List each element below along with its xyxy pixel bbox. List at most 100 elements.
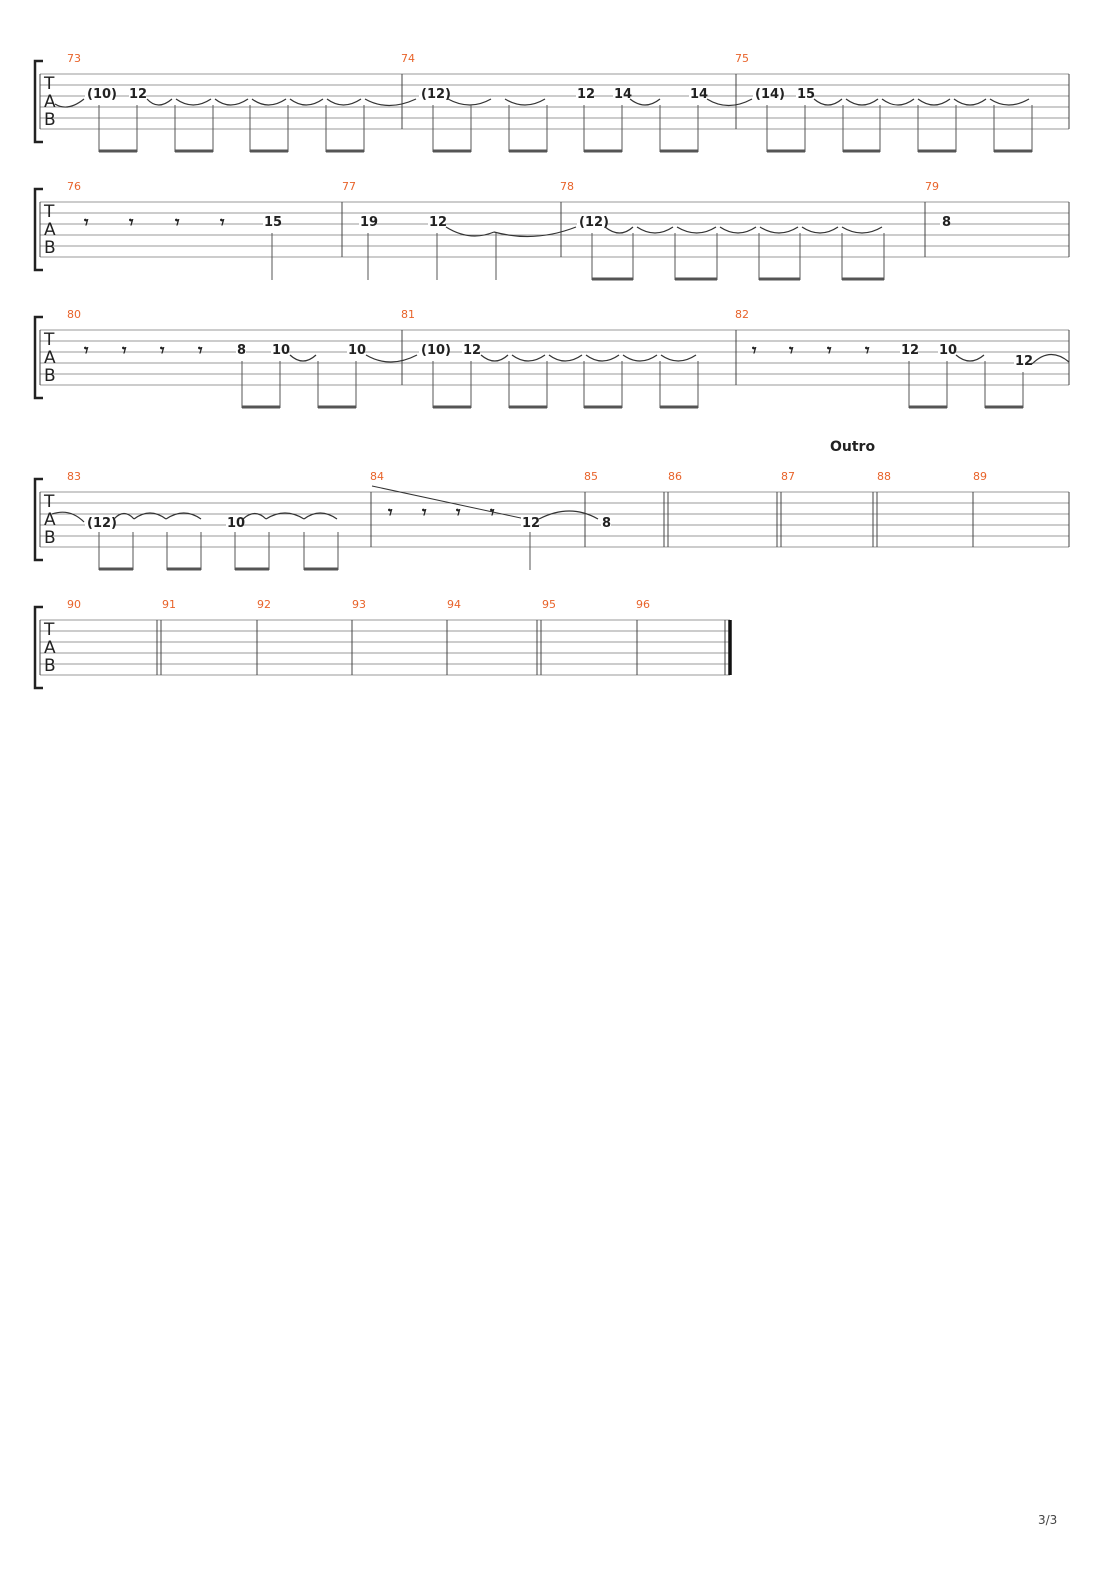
tie-arcs [51, 510, 599, 523]
fret-note: (10) [421, 343, 451, 358]
svg-text:𝄾: 𝄾 [220, 213, 225, 233]
fret-note: 19 [360, 215, 378, 230]
fret-note: 8 [602, 516, 611, 531]
tab-letter-t: T [43, 620, 55, 640]
fret-note: 12 [463, 343, 481, 358]
staff-lines [40, 619, 730, 676]
measure-number: 79 [925, 180, 939, 193]
fret-note: 10 [272, 343, 290, 358]
tab-letter-t: T [43, 74, 55, 94]
svg-text:𝄾: 𝄾 [84, 213, 89, 233]
system-bracket [33, 477, 43, 562]
svg-text:𝄾: 𝄾 [865, 341, 870, 361]
tab-letter-a: A [44, 92, 56, 112]
measure-number: 87 [781, 470, 795, 483]
svg-text:𝄾: 𝄾 [388, 503, 393, 523]
measure-number: 77 [342, 180, 356, 193]
staff-lines [40, 73, 1069, 130]
stems-and-beams [241, 361, 1024, 408]
svg-text:𝄾: 𝄾 [827, 341, 832, 361]
fret-note: (12) [421, 87, 451, 102]
fret-note: 12 [901, 343, 919, 358]
rest-symbols: 𝄾 𝄾 𝄾 𝄾 [388, 503, 495, 523]
fret-note: 14 [614, 87, 632, 102]
tie-arcs [289, 353, 1070, 365]
svg-text:𝄾: 𝄾 [129, 213, 134, 233]
measure-number: 75 [735, 52, 749, 65]
svg-text:𝄾: 𝄾 [122, 341, 127, 361]
measure-number: 91 [162, 598, 176, 611]
rest-symbols: 𝄾𝄾 𝄾𝄾 𝄾𝄾 𝄾𝄾 [84, 341, 870, 361]
section-label: Outro [830, 439, 875, 455]
tab-letter-b: B [44, 528, 56, 548]
measure-number: 73 [67, 52, 81, 65]
tab-system: Outro T A B 83 84 85 86 87 88 89 𝄾 𝄾 𝄾 𝄾 [33, 439, 1070, 571]
staff-lines [40, 201, 1069, 258]
staff-lines [40, 329, 1069, 386]
measure-number: 88 [877, 470, 891, 483]
tab-system: T A B 90 91 92 93 94 95 96 [33, 598, 732, 690]
fret-note: 12 [522, 516, 540, 531]
tie-arcs [445, 226, 883, 238]
measure-number: 96 [636, 598, 650, 611]
svg-text:𝄾: 𝄾 [84, 341, 89, 361]
fret-note: 12 [1015, 354, 1033, 369]
tab-letter-b: B [44, 656, 56, 676]
svg-text:𝄾: 𝄾 [422, 503, 427, 523]
stems-and-beams [271, 233, 885, 280]
fret-note: (14) [755, 87, 785, 102]
tab-letter-t: T [43, 330, 55, 350]
measure-number: 95 [542, 598, 556, 611]
tab-letter-b: B [44, 110, 56, 130]
measure-number: 83 [67, 470, 81, 483]
svg-text:𝄾: 𝄾 [456, 503, 461, 523]
system-bracket [33, 315, 43, 400]
measure-number: 89 [973, 470, 987, 483]
svg-text:𝄾: 𝄾 [752, 341, 757, 361]
system-bracket [33, 187, 43, 272]
fret-note: 14 [690, 87, 708, 102]
measure-number: 82 [735, 308, 749, 321]
fret-note: 12 [129, 87, 147, 102]
system-bracket [33, 59, 43, 144]
fret-note: (12) [579, 215, 609, 230]
measure-number: 92 [257, 598, 271, 611]
tab-letter-b: B [44, 366, 56, 386]
measure-number: 85 [584, 470, 598, 483]
tab-letter-a: A [44, 348, 56, 368]
tab-letter-t: T [43, 202, 55, 222]
fret-note: 10 [227, 516, 245, 531]
fret-note: 10 [939, 343, 957, 358]
tab-letter-a: A [44, 638, 56, 658]
measure-number: 94 [447, 598, 461, 611]
tie-arcs [54, 98, 1030, 108]
tab-system: T A B 73 74 75 (10) 12 (12) 12 14 14 (14… [33, 52, 1070, 153]
fret-note: (12) [87, 516, 117, 531]
svg-text:𝄾: 𝄾 [490, 503, 495, 523]
tab-system: T A B 76 77 78 79 𝄾𝄾 𝄾𝄾 15 19 12 (12) 8 [33, 180, 1070, 281]
tab-system: T A B 80 81 82 𝄾𝄾 𝄾𝄾 𝄾𝄾 𝄾𝄾 8 10 10 (10) … [33, 308, 1070, 409]
measure-number: 74 [401, 52, 415, 65]
fret-note: (10) [87, 87, 117, 102]
staff-lines [40, 491, 1069, 548]
tab-letter-a: A [44, 510, 56, 530]
measure-number: 84 [370, 470, 384, 483]
measure-number: 80 [67, 308, 81, 321]
rest-symbols: 𝄾 𝄾 𝄾 𝄾 [84, 213, 225, 233]
tab-letter-b: B [44, 238, 56, 258]
measure-number: 90 [67, 598, 81, 611]
fret-note: 12 [577, 87, 595, 102]
measure-number: 76 [67, 180, 81, 193]
fret-note: 15 [797, 87, 815, 102]
svg-text:𝄾: 𝄾 [789, 341, 794, 361]
stems-and-beams [98, 532, 531, 570]
system-bracket [33, 605, 43, 690]
svg-text:𝄾: 𝄾 [198, 341, 203, 361]
measure-number: 86 [668, 470, 682, 483]
measure-number: 93 [352, 598, 366, 611]
tab-letter-a: A [44, 220, 56, 240]
svg-text:𝄾: 𝄾 [175, 213, 180, 233]
measure-number: 81 [401, 308, 415, 321]
tab-letter-t: T [43, 492, 55, 512]
